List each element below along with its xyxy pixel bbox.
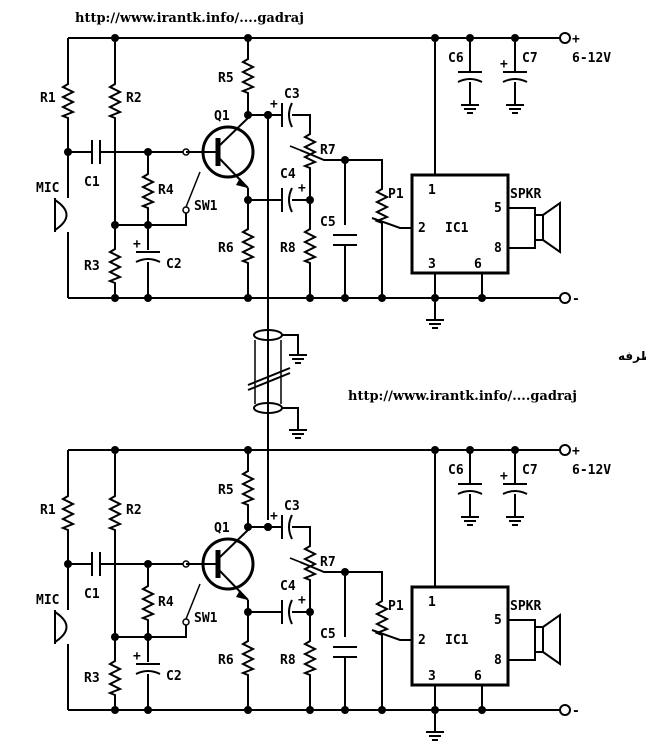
label-c4-plus: + (298, 181, 306, 196)
label-r1: R1 (40, 91, 56, 106)
circuit-top: R1 R2 C1 MIC R4 SW1 R3 C2 + R5 Q1 R6 C3 … (36, 32, 611, 329)
label-pin5: 5 (494, 201, 502, 216)
label-r6: R6 (218, 241, 234, 256)
url-top: http://www.irantk.info/....gadraj (75, 11, 304, 26)
label-c2: C2 (166, 257, 182, 272)
label-sw1: SW1 (194, 199, 218, 214)
label-r8: R8 (280, 241, 296, 256)
label-r3: R3 (84, 259, 100, 274)
label-c3: C3 (284, 87, 300, 102)
label-spkr: SPKR (510, 187, 541, 202)
label-pin8: 8 (494, 241, 502, 256)
label-c4: C4 (280, 167, 296, 182)
label-c2-plus: + (133, 237, 141, 252)
label-pin1: 1 (428, 183, 436, 198)
label-r5: R5 (218, 71, 234, 86)
label-pin3: 3 (428, 257, 436, 272)
label-r2: R2 (126, 91, 142, 106)
label-c3-plus: + (270, 97, 278, 112)
label-mic: MIC (36, 181, 59, 196)
circuit-bottom (36, 444, 611, 740)
label-c7-plus: + (500, 57, 508, 72)
persian-note: فقط با یک سیم شیلدارمدار یک تلفن داخلی د… (618, 349, 646, 364)
label-c7: C7 (522, 51, 538, 66)
url-middle: http://www.irantk.info/....gadraj (348, 389, 577, 404)
label-c5: C5 (320, 215, 336, 230)
label-supply-plus: + (572, 32, 580, 47)
label-r7: R7 (320, 143, 336, 158)
label-supply-minus: - (572, 292, 580, 307)
label-pin6: 6 (474, 257, 482, 272)
label-c6: C6 (448, 51, 464, 66)
label-c1: C1 (84, 175, 100, 190)
shielded-cable (247, 115, 308, 520)
label-q1: Q1 (214, 109, 230, 124)
label-r4: R4 (158, 183, 174, 198)
label-pin2: 2 (418, 221, 426, 236)
label-p1: P1 (388, 187, 404, 202)
label-ic1: IC1 (445, 221, 469, 236)
label-supply: 6-12V (572, 51, 611, 66)
